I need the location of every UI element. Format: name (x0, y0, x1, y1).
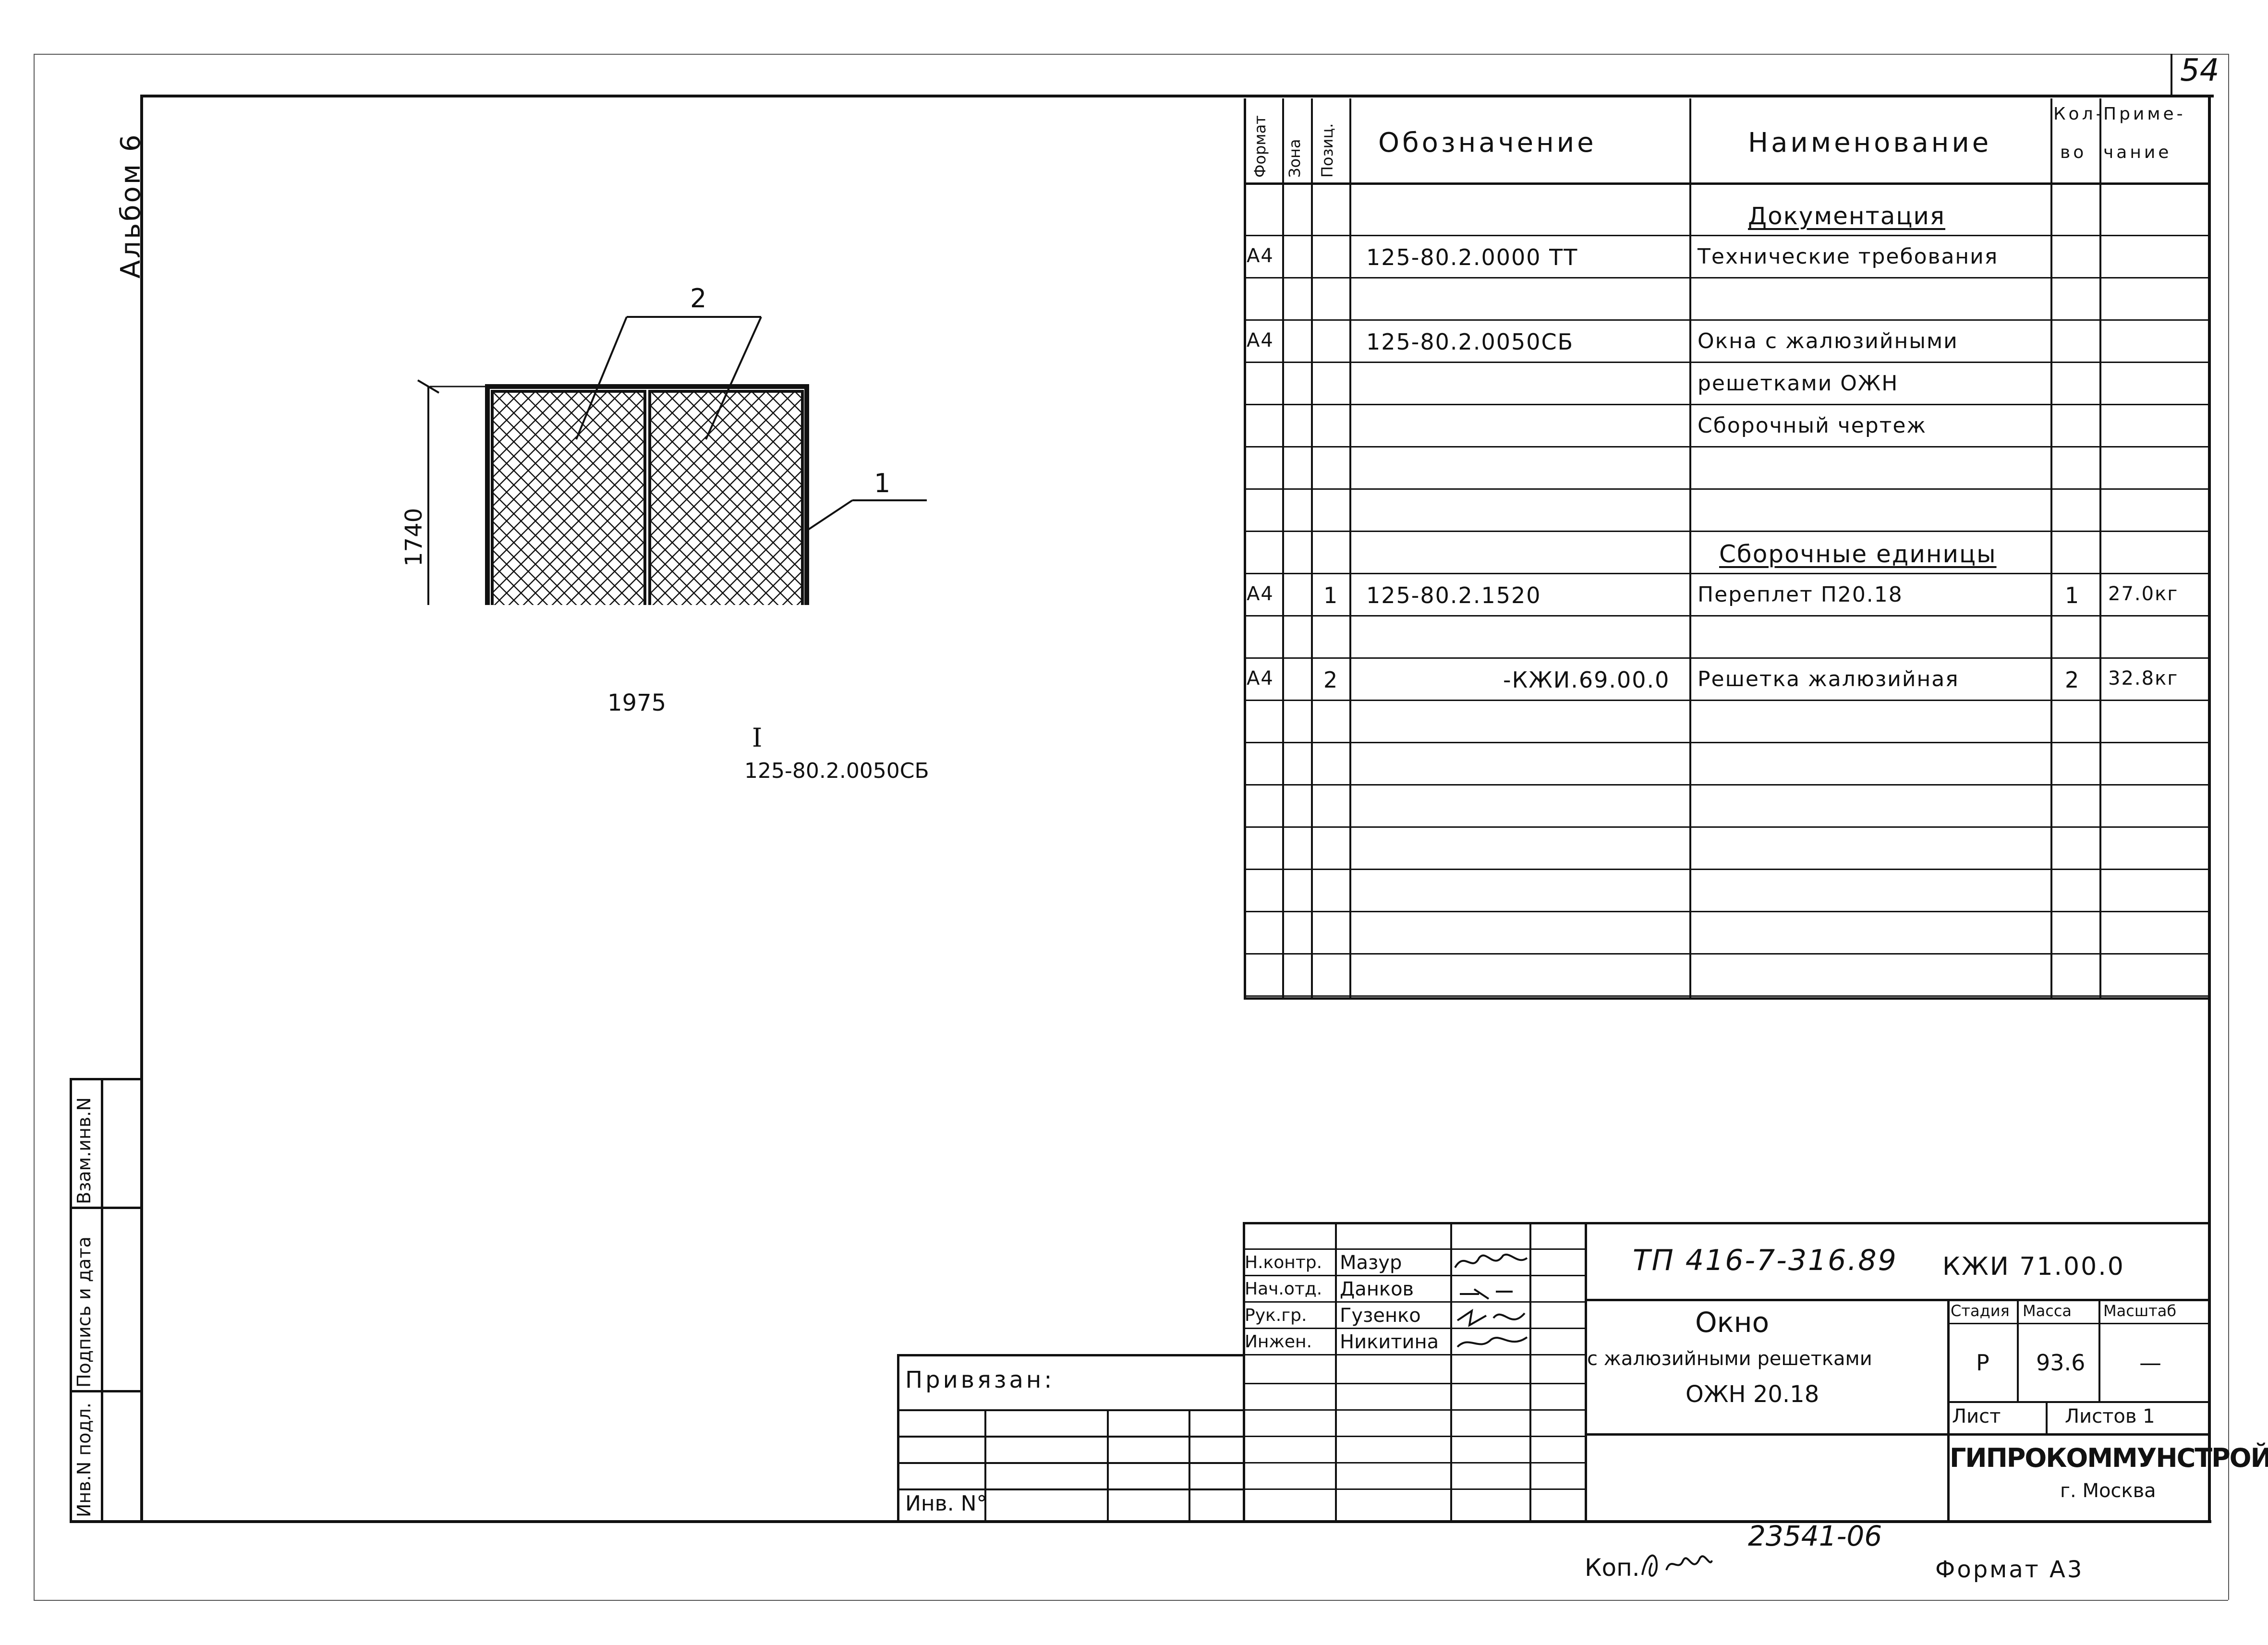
leader-label-2: 2 (690, 283, 707, 314)
org-city: г. Москва (2060, 1480, 2156, 1502)
doc-number: ТП 416-7-316.89 (1633, 1244, 1898, 1277)
spec-format-1: А4 (1247, 245, 1274, 267)
header-note-2: чание (2103, 143, 2172, 162)
spec-designation-9: 125-80.2.1520 (1366, 582, 1541, 608)
tb-name-1: Данков (1340, 1278, 1414, 1300)
tb-name-2: Гузенко (1340, 1305, 1421, 1327)
side-stamp-vzam-inv: Взам.инв.N (73, 1097, 95, 1204)
spec-name-9: Переплет П20.18 (1698, 582, 1903, 607)
album-label: Альбом 6 (115, 133, 146, 278)
spec-qty-11: 2 (2065, 667, 2080, 693)
sheet-edge-top (34, 54, 2228, 55)
page-number-box-left (2171, 54, 2172, 95)
spec-name-0: Документация (1748, 202, 1945, 230)
spec-format-3: А4 (1247, 329, 1274, 351)
doc-code: КЖИ 71.00.0 (1942, 1252, 2125, 1281)
spec-name-11: Решетка жалюзийная (1698, 667, 1959, 691)
frame-bottom-line (70, 1520, 2211, 1523)
massa-label: Масса (2023, 1302, 2072, 1320)
stadiya-label: Стадия (1951, 1302, 2010, 1320)
spec-qty-9: 1 (2065, 582, 2080, 608)
sheet-edge-bottom (34, 1600, 2228, 1601)
listov-label: Листов 1 (2065, 1405, 2155, 1427)
inventory-number: 23541-06 (1748, 1520, 1882, 1552)
detail-mark: I (752, 723, 763, 753)
spec-note-11: 32.8кг (2108, 667, 2179, 689)
spec-format-11: А4 (1247, 667, 1274, 689)
spec-name-5: Сборочный чертеж (1698, 413, 1927, 438)
inv-no-label: Инв. N° (905, 1491, 987, 1516)
side-stamp-inv-podl: Инв.N подл. (73, 1403, 95, 1517)
title-line1: Окно (1695, 1306, 1770, 1339)
spec-pos-11: 2 (1323, 667, 1339, 693)
title-line2: с жалюзийными решетками (1587, 1348, 1872, 1370)
title-line3: ОЖН 20.18 (1686, 1381, 1819, 1408)
tb-role-1: Нач.отд. (1245, 1279, 1322, 1299)
window-drawing (417, 316, 927, 605)
header-pos: Позиц. (1318, 123, 1336, 178)
masshtab-label: Масштаб (2103, 1302, 2177, 1320)
spec-name-3: Окна с жалюзийными (1698, 329, 1958, 353)
page-number: 54 (2180, 53, 2219, 88)
header-designation: Обозначение (1378, 127, 1597, 158)
org-name: ГИПРОКОММУНСТРОЙ (1950, 1443, 2268, 1473)
detail-ref: 125-80.2.0050СБ (744, 759, 929, 783)
side-stamp-podpis: Подпись и дата (73, 1236, 95, 1388)
spec-name-8: Сборочные единицы (1719, 540, 1997, 568)
sheet-edge-right (2228, 54, 2229, 1600)
spec-name-1: Технические требования (1698, 244, 1999, 269)
dim-height-label: 1740 (400, 508, 427, 567)
header-note-1: Приме- (2103, 104, 2186, 124)
window-frame (485, 384, 809, 605)
header-qty-1: Кол- (2053, 104, 2105, 124)
frame-top-line (142, 95, 2214, 97)
header-qty-2: во (2060, 143, 2087, 162)
grille-left (491, 390, 646, 605)
stadiya-value: Р (1976, 1350, 1989, 1376)
grille-right (648, 390, 804, 605)
spec-designation-3: 125-80.2.0050СБ (1366, 329, 1574, 355)
sheet-edge-left (34, 54, 35, 1600)
header-zone: Зона (1286, 139, 1304, 178)
spec-pos-9: 1 (1323, 582, 1339, 608)
spec-designation-1: 125-80.2.0000 ТТ (1366, 244, 1578, 270)
list-label: Лист (1952, 1405, 2001, 1427)
tb-role-3: Инжен. (1245, 1332, 1312, 1352)
spec-format-9: А4 (1247, 583, 1274, 605)
header-format: Формат (1251, 115, 1269, 178)
spec-note-9: 27.0кг (2108, 583, 2179, 605)
tb-name-3: Никитина (1340, 1331, 1439, 1353)
privyazan-label: Привязан: (905, 1367, 1055, 1393)
tb-role-0: Н.контр. (1245, 1253, 1322, 1272)
tb-role-2: Рук.гр. (1245, 1306, 1307, 1325)
kop-signature (1641, 1554, 1713, 1577)
format-label: Формат А3 (1935, 1556, 2084, 1583)
masshtab-value: — (2139, 1350, 2161, 1376)
frame-left-line (140, 95, 143, 1523)
kop-label: Коп. (1585, 1554, 1640, 1582)
leader-label-1: 1 (874, 468, 891, 498)
spec-designation-11: -КЖИ.69.00.0 (1503, 667, 1670, 693)
spec-name-4: решетками ОЖН (1698, 371, 1899, 396)
massa-value: 93.6 (2036, 1350, 2086, 1376)
dim-width-label: 1975 (607, 689, 667, 716)
signature-marks (1454, 1254, 1528, 1348)
tb-name-0: Мазур (1340, 1252, 1402, 1274)
header-name: Наименование (1748, 127, 1992, 158)
